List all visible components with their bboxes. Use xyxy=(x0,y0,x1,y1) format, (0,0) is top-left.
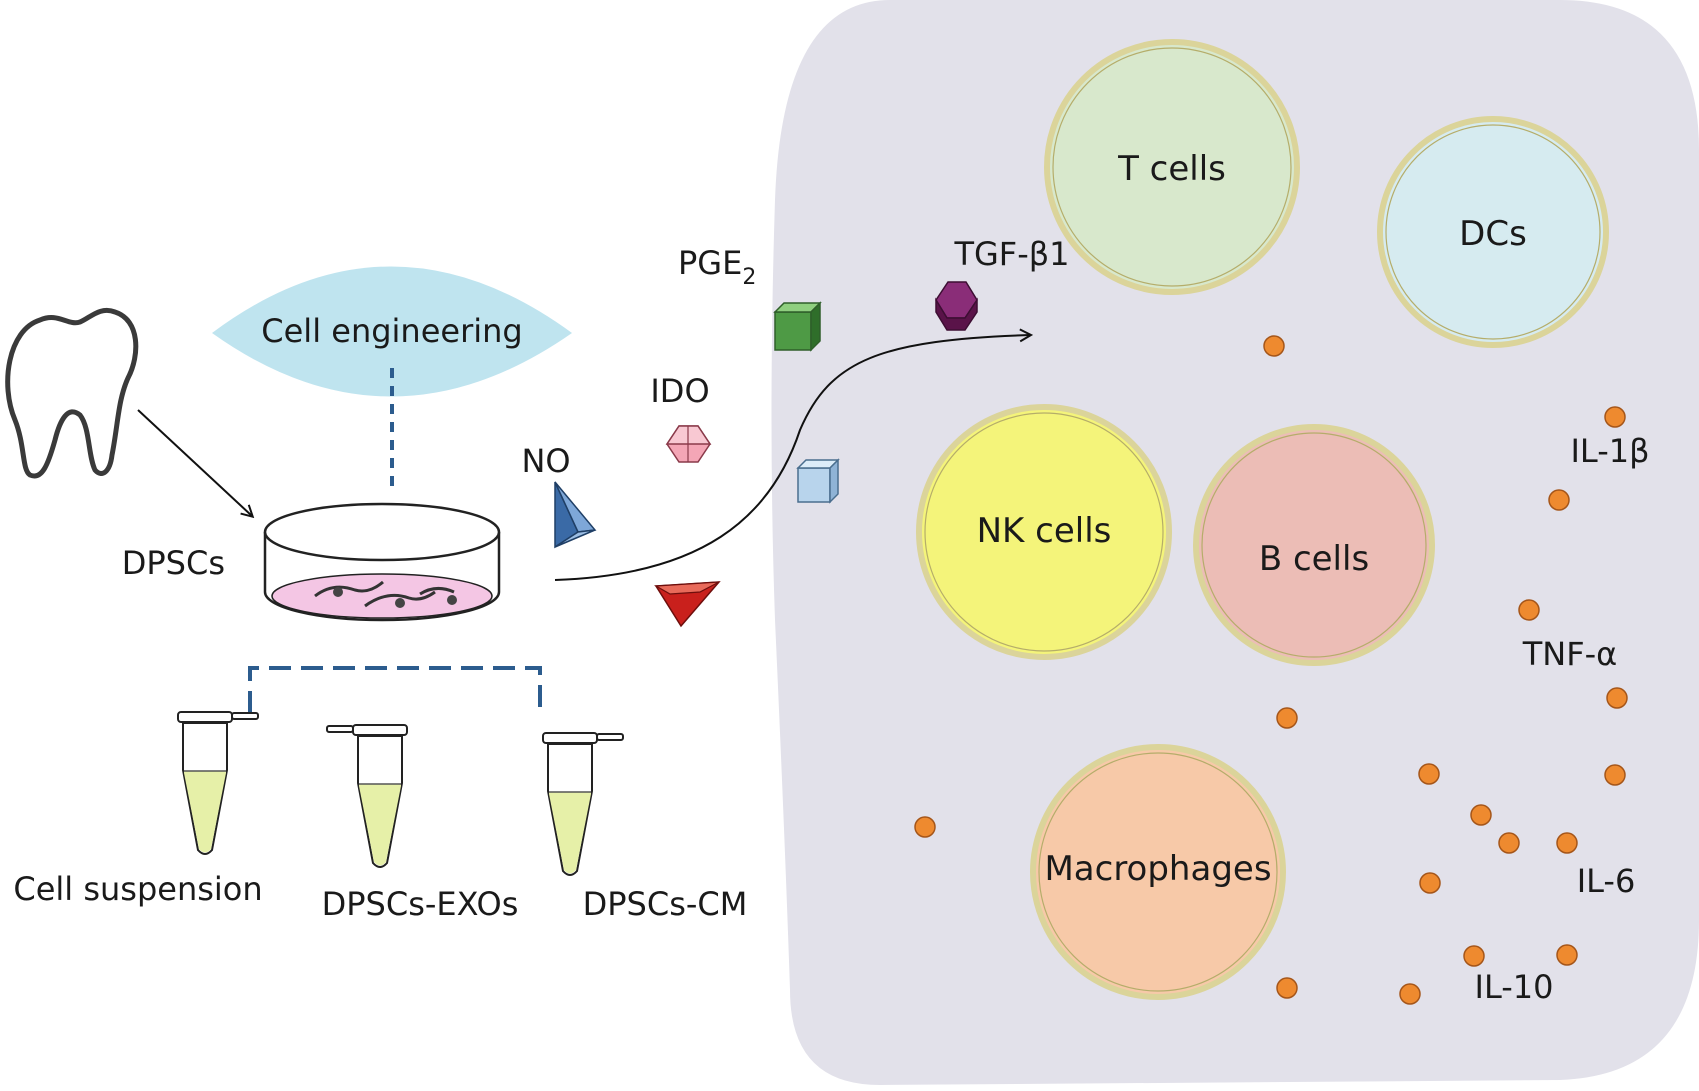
pge2-label: PGE2 xyxy=(678,244,756,290)
macrophages-label: Macrophages xyxy=(1044,849,1271,889)
tubes-dashed-bracket xyxy=(248,666,542,713)
il6-label: IL-6 xyxy=(1577,862,1636,900)
cytokine-dots xyxy=(914,335,1628,1005)
il10-label: IL-10 xyxy=(1475,968,1554,1006)
cytokine-dot xyxy=(1604,764,1626,786)
ido-label: IDO xyxy=(650,372,709,410)
t-cells-cell xyxy=(1044,39,1300,295)
tooth-icon xyxy=(5,307,139,479)
tube-dpscs-cm-label: DPSCs-CM xyxy=(583,885,748,923)
cytokine-dot xyxy=(1606,687,1628,709)
cytokine-dot xyxy=(1556,832,1578,854)
cytokine-dot xyxy=(1276,977,1298,999)
cytokine-dot xyxy=(1399,983,1421,1005)
no-label: NO xyxy=(521,442,570,480)
tgf-beta1-prism-icon xyxy=(935,281,978,331)
cytokine-dot xyxy=(1518,599,1540,621)
no-pyramid-icon xyxy=(554,481,597,549)
cytokine-dot xyxy=(1548,489,1570,511)
cytokine-dot xyxy=(1276,707,1298,729)
b-cells-label: B cells xyxy=(1259,539,1369,579)
tube-dpscs-exos xyxy=(326,724,408,868)
culture-dish xyxy=(263,502,501,622)
tgf-beta1-label: TGF-β1 xyxy=(953,235,1069,273)
blue-cube-icon xyxy=(796,458,840,504)
nk-cells-cell xyxy=(916,404,1172,660)
cytokine-dot xyxy=(1263,335,1285,357)
macrophages-cell xyxy=(1030,744,1286,1000)
cell-engineering-shape xyxy=(212,266,572,397)
cytokine-dot xyxy=(1418,763,1440,785)
tooth-to-dish-arrow xyxy=(137,409,252,516)
cytokine-dot xyxy=(1419,872,1441,894)
t-cells-label: T cells xyxy=(1117,149,1226,189)
cytokine-dot xyxy=(914,816,936,838)
tube-cell-suspension-label: Cell suspension xyxy=(13,870,262,908)
dcs-cell xyxy=(1377,116,1609,348)
cytokine-dot xyxy=(1556,944,1578,966)
cytokine-dot xyxy=(1463,945,1485,967)
dcs-label: DCs xyxy=(1459,214,1527,254)
b-cells-cell xyxy=(1193,424,1435,666)
tube-dpscs-exos-label: DPSCs-EXOs xyxy=(322,885,519,923)
il1b-label: IL-1β xyxy=(1570,432,1649,470)
pge2-cube-icon xyxy=(773,301,822,352)
dpscs-label: DPSCs xyxy=(122,544,225,582)
cytokine-dot xyxy=(1604,406,1626,428)
red-pyramid-icon xyxy=(653,581,721,628)
secretion-curved-arrow xyxy=(554,335,1030,581)
cytokine-dot xyxy=(1498,832,1520,854)
cell-engineering-label: Cell engineering xyxy=(261,312,522,350)
tnfa-label: TNF-α xyxy=(1522,635,1618,673)
tube-dpscs-cm xyxy=(542,732,624,876)
ido-prism-icon xyxy=(665,425,712,463)
nk-cells-label: NK cells xyxy=(977,511,1112,551)
tube-cell-suspension xyxy=(177,711,259,855)
cytokine-dot xyxy=(1470,804,1492,826)
